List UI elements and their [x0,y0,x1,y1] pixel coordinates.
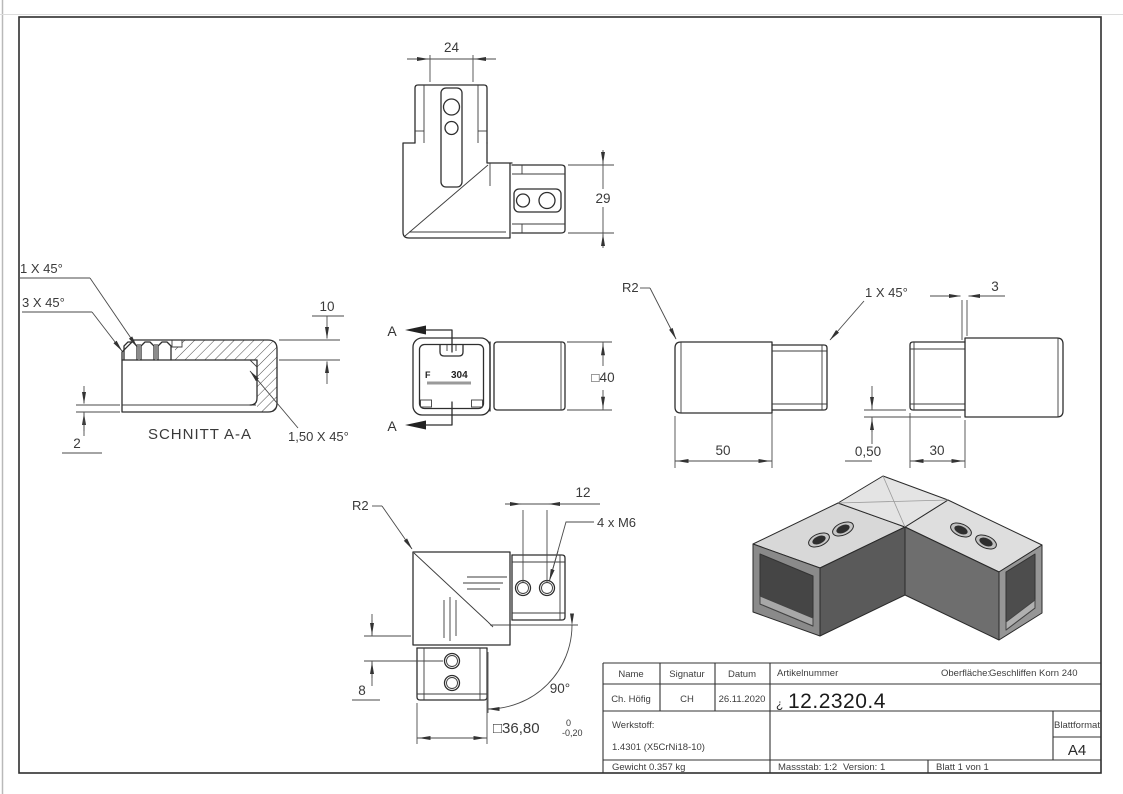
side-end-view: 3 0,50 30 [845,279,1064,468]
section-chamfer-inner-label: 1,50 X 45° [288,429,349,444]
isometric-view [752,475,1043,641]
top-view-dim-24: 24 [407,40,496,82]
side-chamfer-label: 1 X 45° [865,285,908,300]
title-block: Name Signatur Datum Ch. Höfig CH 26.11.2… [602,662,1101,773]
bottom-radius-label: R2 [352,498,369,513]
bottom-tol-upper: 0 [566,718,571,728]
tb-material-value: 1.4301 (X5CrNi18-10) [612,742,705,753]
section-chamfer-small-label: 1 X 45° [20,261,63,276]
tb-date: 26.11.2020 [719,694,766,705]
tb-sheet-format-label: Blattformat [1054,720,1100,731]
cut-label-top: A [387,323,397,339]
bottom-dim-square: □36,80 [493,720,540,737]
bottom-dim-90: 90° [550,681,570,696]
section-view: 1 X 45° 3 X 45° 10 2 1,50 X 45° SCHNITT … [20,261,349,454]
tb-article-prefix: ¿ [776,697,783,711]
iso-right-channel-lip [1005,599,1036,631]
dim-24: 24 [444,40,460,55]
side-dim-50: 50 [715,443,730,458]
stamp-grade: 304 [451,370,468,381]
tb-name: Ch. Höfig [611,694,651,705]
dim-29: 29 [595,191,610,206]
section-caption: SCHNITT A-A [148,426,252,443]
side-view: R2 1 X 45° 50 [622,280,908,468]
tb-version: Version: 1 [843,762,885,773]
bottom-tol-lower: -0,20 [562,728,583,738]
tb-col-name: Name [618,669,643,680]
drawing-frame [18,16,1102,774]
cut-arrow-bottom [405,420,426,430]
tb-sheet: Blatt 1 von 1 [936,762,989,773]
tb-scale: Massstab: 1:2 [778,762,837,773]
iso-left-channel-lip [759,595,814,627]
side-end-dim-3: 3 [991,279,999,294]
thread-note-label: 4 x M6 [597,515,636,530]
tb-weight: Gewicht 0.357 kg [612,762,685,773]
tb-col-date: Datum [728,669,756,680]
front-view: F 304 A A □40 [387,323,614,434]
side-radius-label: R2 [622,280,639,295]
front-dim-square: □40 [591,370,614,385]
tb-surface-label: Oberfläche: [941,668,990,679]
stamp-letter: F [425,370,431,380]
tb-surface-value: Geschliffen Korn 240 [989,668,1078,679]
section-dim-10: 10 [319,299,334,314]
section-chamfer-large-label: 3 X 45° [22,295,65,310]
top-view: 24 29 [402,40,616,248]
tb-material-label: Werkstoff: [612,720,654,731]
bottom-dim-8: 8 [358,683,366,698]
side-end-dim-050: 0,50 [855,444,881,459]
cut-label-bottom: A [387,418,397,434]
top-view-dim-29: 29 [568,150,616,248]
bottom-dim-12: 12 [575,485,590,500]
tb-article-label: Artikelnummer [777,668,838,679]
tb-article-number: 12.2320.4 [788,690,886,713]
tb-signature: CH [680,694,694,705]
bottom-view: R2 12 4 x M6 90° 8 □36,80 0 [352,485,636,744]
tb-sheet-format: A4 [1068,742,1086,759]
stamp-fine-print [427,381,471,385]
cut-arrow-top [405,325,426,335]
section-dim-2: 2 [73,436,81,451]
tb-col-signature: Signatur [669,669,704,680]
side-end-dim-30: 30 [929,443,944,458]
